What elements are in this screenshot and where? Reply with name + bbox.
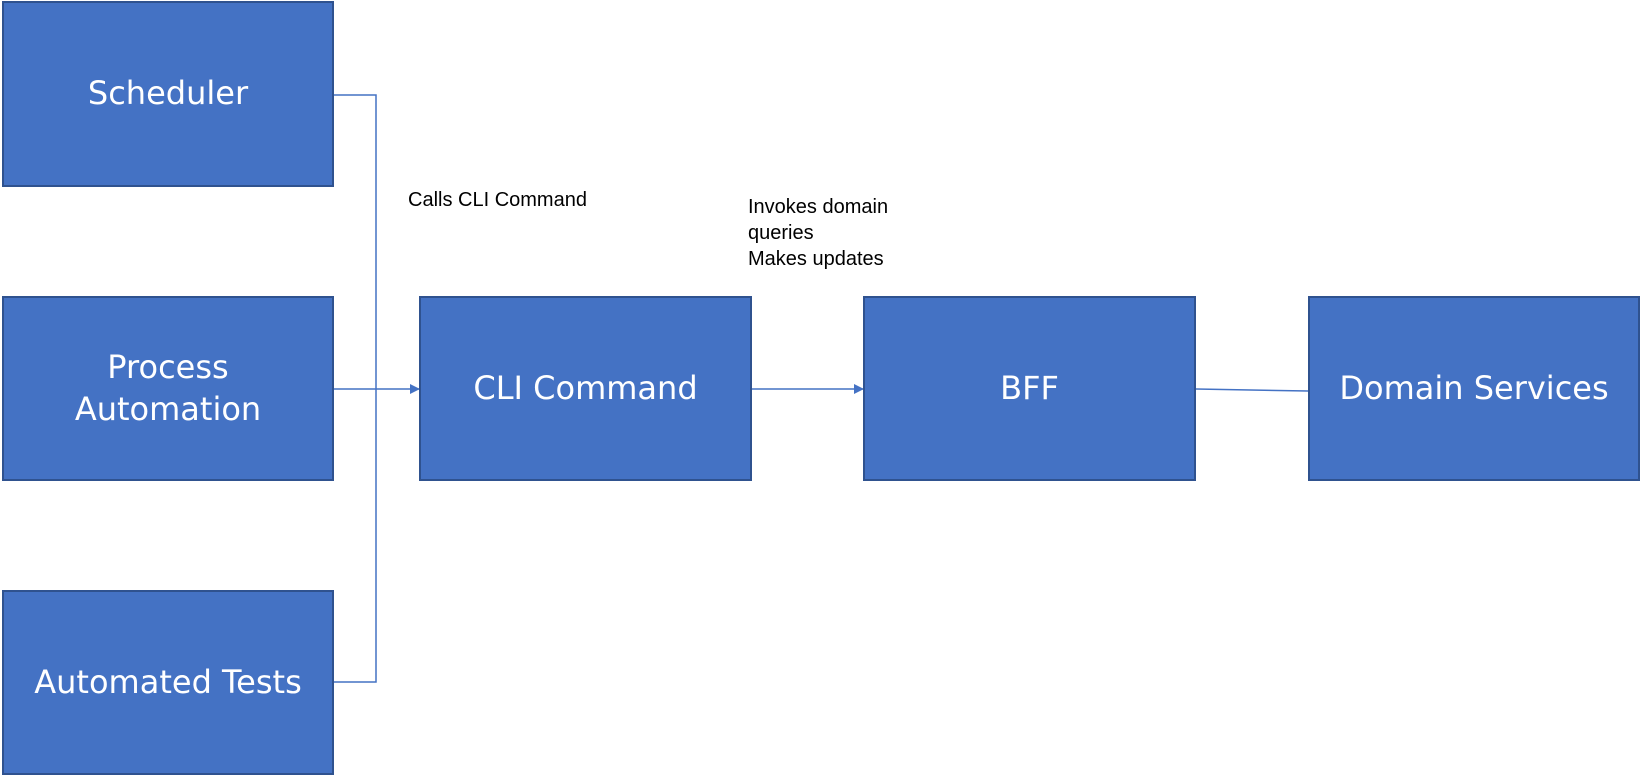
bff-label: BFF: [1000, 368, 1059, 407]
scheduler-connector: [333, 94, 377, 389]
domain-services-box: Domain Services: [1308, 296, 1640, 481]
automated-tests-box: Automated Tests: [2, 590, 334, 775]
automated-tests-connector: [333, 389, 377, 683]
domain-services-label: Domain Services: [1339, 368, 1609, 407]
scheduler-label: Scheduler: [87, 74, 249, 113]
automated-tests-label: Automated Tests: [34, 662, 302, 701]
process-automation-box: Process Automation: [2, 296, 334, 481]
scheduler-box: Scheduler: [2, 1, 334, 187]
calls-cli-command-label: Calls CLI Command: [408, 189, 587, 211]
process-automation-label: Process Automation: [74, 347, 262, 428]
invokes-domain-label: Invokes domain queries Makes updates: [748, 196, 889, 270]
cli-command-label: CLI Command: [473, 368, 698, 407]
bff-box: BFF: [863, 296, 1196, 481]
bff-to-domain-services-line: [1195, 388, 1309, 392]
cli-command-box: CLI Command: [419, 296, 752, 481]
